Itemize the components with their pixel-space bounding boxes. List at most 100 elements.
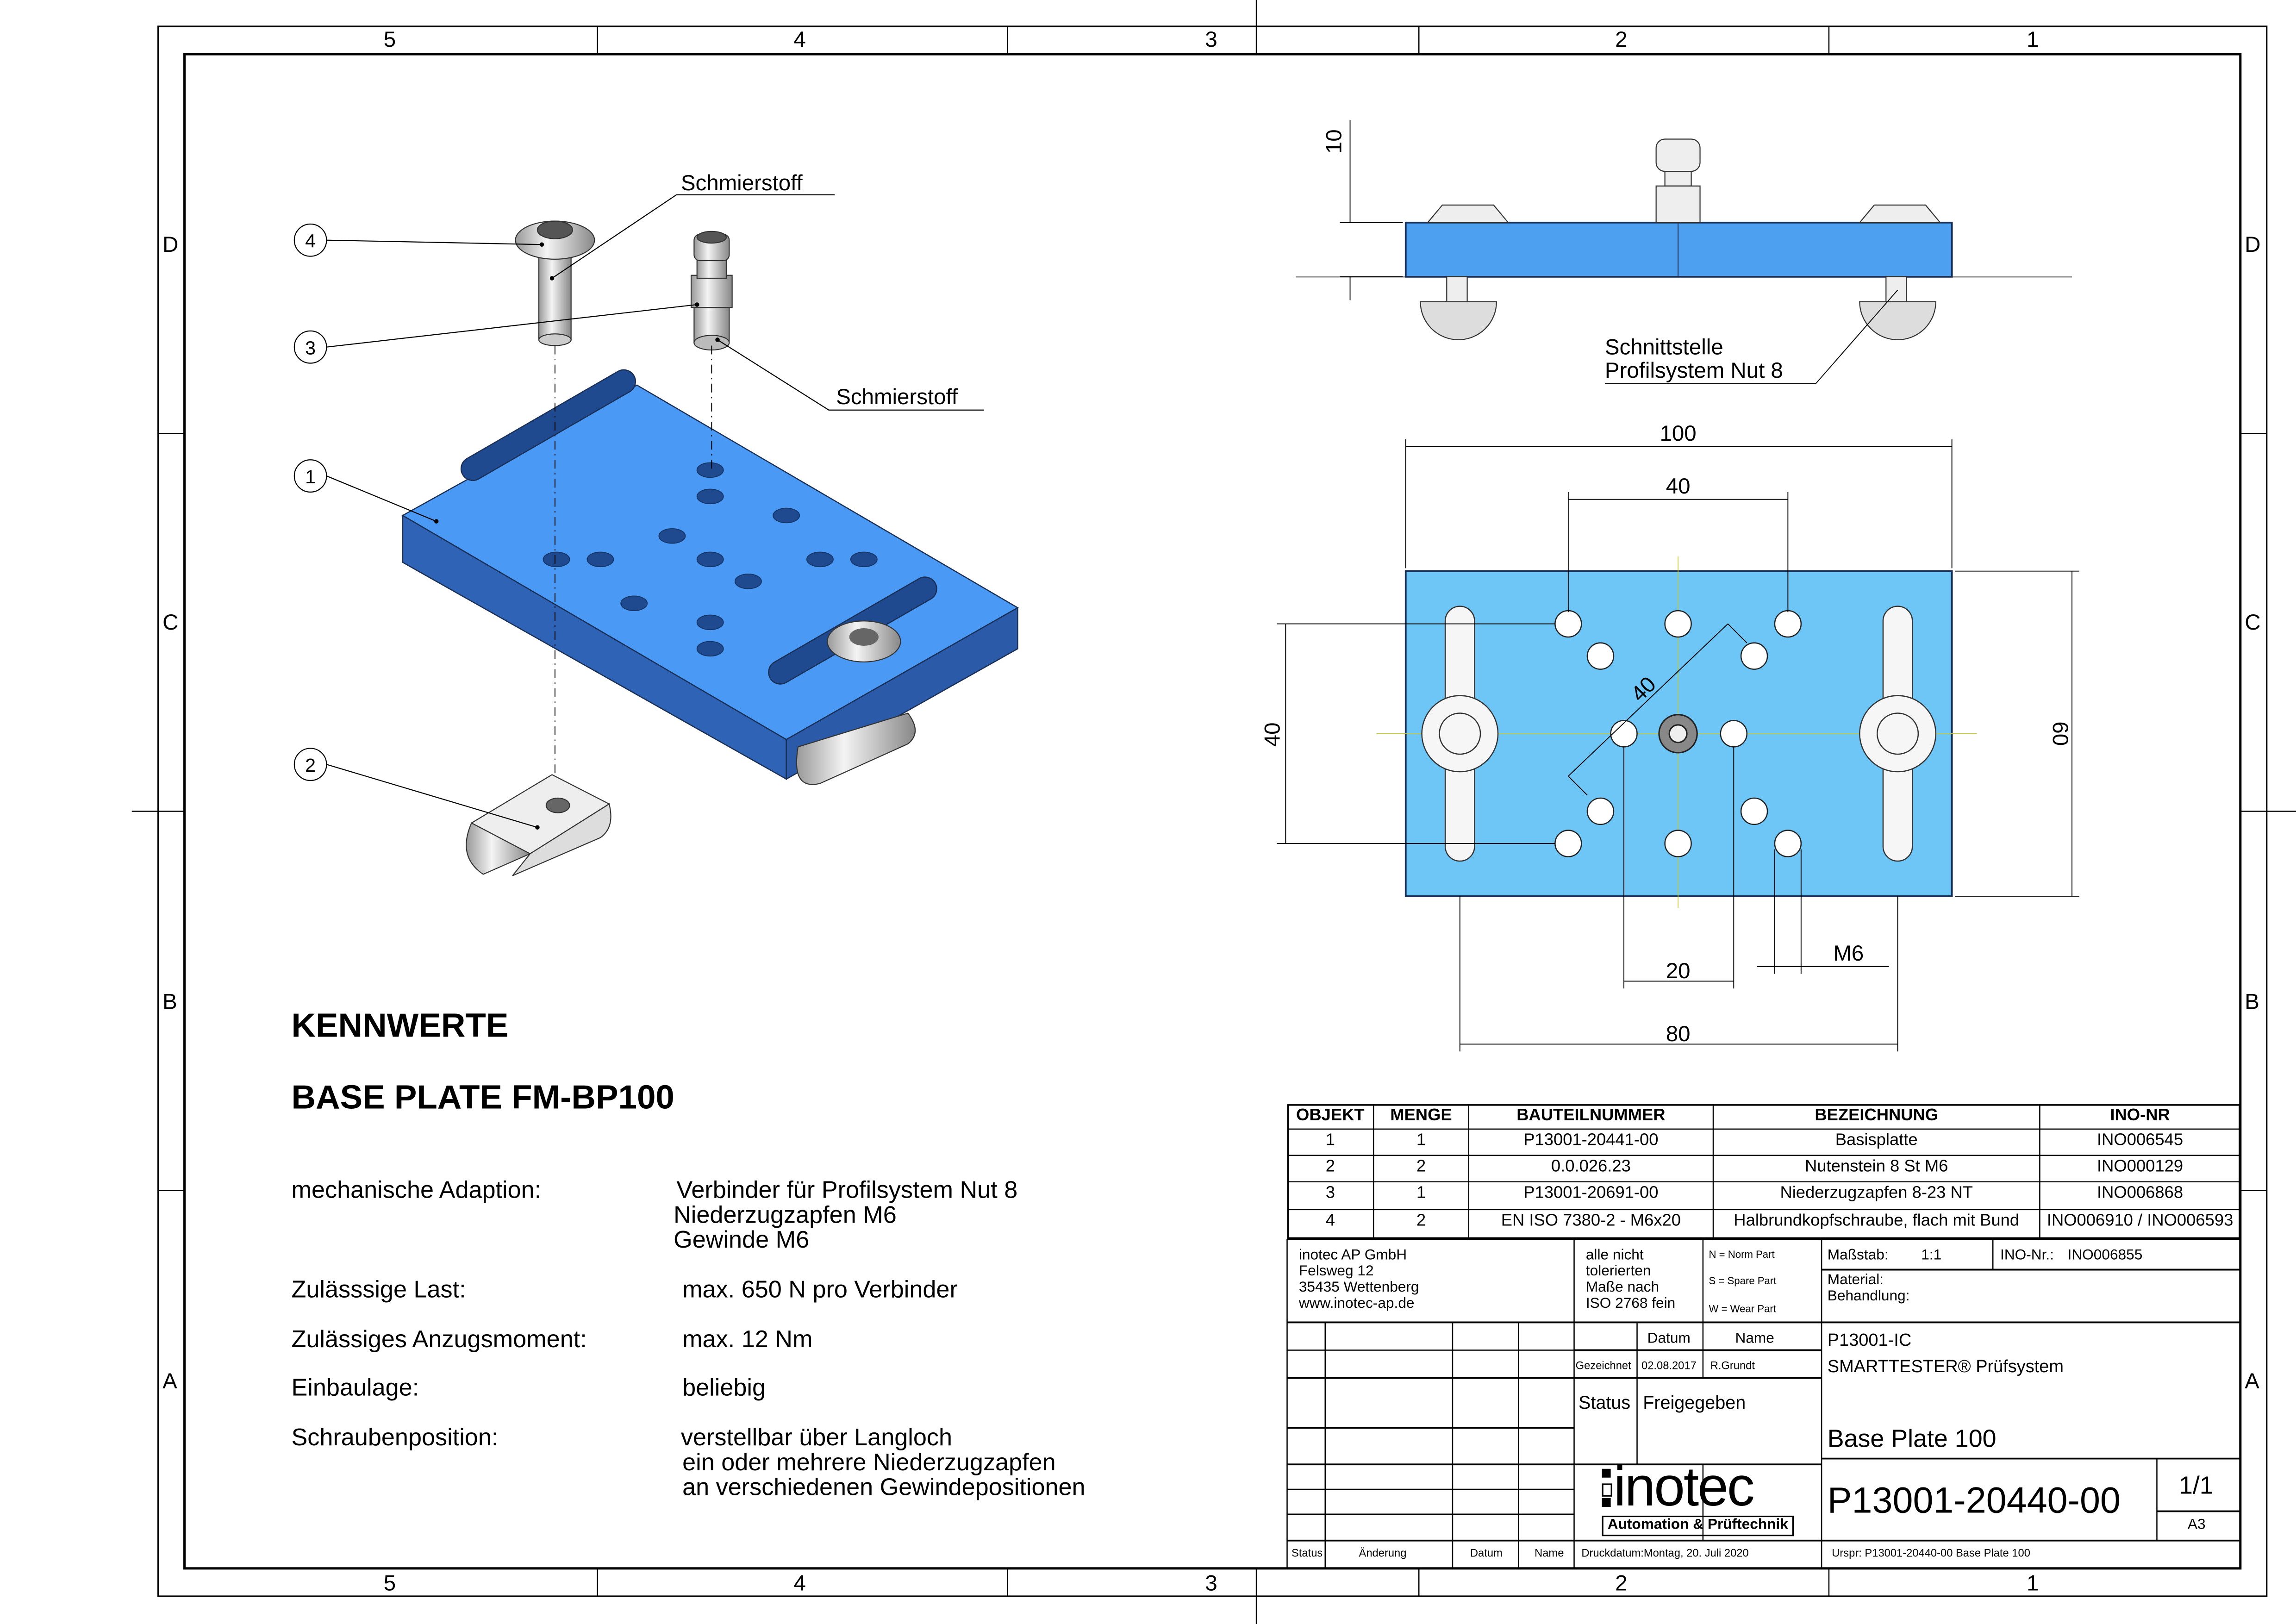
table-cell: INO006910 / INO006593 [2046, 1212, 2234, 1230]
table-cell: 2 [1325, 1158, 1335, 1176]
zone-col-4-bottom: 4 [793, 1571, 806, 1596]
project-number: P13001-IC [1827, 1330, 1912, 1350]
table-cell: Niederzugzapfen 8-23 NT [1780, 1185, 1973, 1203]
table-cell: EN ISO 7380-2 - M6x20 [1501, 1212, 1681, 1230]
rev-name-header: Name [1535, 1546, 1564, 1560]
zone-col-1-bottom: 1 [2026, 1571, 2039, 1596]
table-cell: INO000129 [2097, 1158, 2184, 1176]
plate-side [1404, 221, 1953, 278]
table-cell: 3 [1325, 1185, 1335, 1203]
tolerance-line: ISO 2768 fein [1585, 1296, 1676, 1312]
zone-col-5: 5 [383, 28, 396, 53]
status-label: Status [1578, 1393, 1631, 1413]
table-cell: P13001-20441-00 [1523, 1132, 1659, 1150]
zone-col-1: 1 [2026, 28, 2039, 53]
interface-label-2: Profilsystem Nut 8 [1605, 358, 1783, 383]
dim-side-height: 10 [1322, 129, 1347, 154]
zone-row-a: A [162, 1369, 177, 1394]
ino-label: INO-Nr.: [2000, 1248, 2054, 1264]
name-header: Name [1735, 1331, 1774, 1348]
holes-top [1554, 610, 1802, 857]
slots-top [1421, 606, 1937, 862]
product-name: BASE PLATE FM-BP100 [291, 1078, 674, 1116]
rev-change-header: Änderung [1359, 1546, 1407, 1560]
rev-date-header: Datum [1470, 1546, 1503, 1560]
dim-inner-40: 40 [1666, 474, 1691, 499]
table-header-cell: BEZEICHNUNG [1815, 1107, 1939, 1125]
table-cell: 4 [1325, 1212, 1335, 1230]
print-date: Druckdatum:Montag, 20. Juli 2020 [1581, 1546, 1749, 1560]
dim-20: 20 [1666, 959, 1691, 983]
zone-row-b: B [162, 990, 177, 1015]
tolerance-line: tolerierten [1585, 1263, 1651, 1280]
table-cell: P13001-20691-00 [1523, 1185, 1659, 1203]
table-cell: Basisplatte [1835, 1132, 1918, 1150]
datum-header: Datum [1647, 1331, 1691, 1348]
spec-value: beliebig [682, 1375, 766, 1402]
spec-value: ein oder mehrere Niederzugzapfen [682, 1449, 1056, 1476]
drawing-number: P13001-20440-00 [1827, 1480, 2121, 1522]
specs-heading: KENNWERTE [291, 1006, 509, 1044]
spec-value: max. 12 Nm [682, 1326, 813, 1353]
company-street: Felsweg 12 [1298, 1263, 1374, 1280]
screw-part-4 [515, 220, 595, 346]
table-cell: 2 [1416, 1212, 1426, 1230]
spec-value: Niederzugzapfen M6 [674, 1202, 897, 1229]
zone-row-c-right: C [2245, 611, 2261, 636]
treatment-label: Behandlung: [1827, 1288, 1910, 1305]
rev-status-header: Status [1292, 1546, 1323, 1560]
ino-value: INO006855 [2067, 1248, 2143, 1264]
scale-value: 1:1 [1921, 1248, 1942, 1264]
spec-label: Schraubenposition: [291, 1424, 499, 1451]
company-city: 35435 Wettenberg [1298, 1280, 1419, 1296]
status-value: Freigegeben [1643, 1393, 1746, 1413]
zone-col-4: 4 [793, 28, 806, 53]
interface-label-1: Schnittstelle [1605, 335, 1723, 360]
scale-label: Maßstab: [1827, 1248, 1889, 1264]
zone-col-2: 2 [1615, 28, 1628, 53]
system-name: SMARTTESTER® Prüfsystem [1827, 1356, 2064, 1377]
pin-part-3 [690, 231, 733, 351]
tolerance-line: alle nicht [1585, 1248, 1644, 1264]
table-cell: 0.0.026.23 [1551, 1158, 1631, 1176]
table-cell: Halbrundkopfschraube, flach mit Bund [1734, 1212, 2020, 1230]
dim-width-100: 100 [1660, 421, 1697, 446]
lubricant-label-top: Schmierstoff [681, 171, 803, 195]
dim-left-40: 40 [1260, 723, 1285, 747]
callout-2: 2 [305, 755, 316, 776]
tolerance-line: Maße nach [1585, 1280, 1660, 1296]
table-cell: 1 [1416, 1185, 1426, 1203]
spec-label: Zulässiges Anzugsmoment: [291, 1326, 587, 1353]
zone-row-d: D [162, 232, 179, 258]
sheet-number: 1/1 [2178, 1472, 2214, 1500]
origin-file: Urspr: P13001-20440-00 Base Plate 100 [1832, 1546, 2030, 1560]
spec-value: max. 650 N pro Verbinder [682, 1277, 958, 1304]
slot-nut-part-2 [466, 774, 611, 876]
table-cell: INO006868 [2097, 1185, 2184, 1203]
table-header-cell: MENGE [1390, 1107, 1452, 1125]
table-cell: Nutenstein 8 St M6 [1805, 1158, 1948, 1176]
zone-row-d-right: D [2245, 232, 2261, 258]
table-header-cell: INO-NR [2110, 1107, 2170, 1125]
spec-label: Zulässsige Last: [291, 1277, 466, 1304]
dim-right-60: 60 [2048, 721, 2072, 746]
inotec-logo: inotec Automation & Prüftechnik [1599, 1460, 1797, 1539]
company-website[interactable]: www.inotec-ap.de [1298, 1296, 1415, 1312]
logo-tagline: Automation & Prüftechnik [1602, 1515, 1794, 1537]
dimension-lines [1277, 439, 2079, 1052]
paper-format: A3 [2187, 1517, 2206, 1533]
threaded-holes-iso [543, 462, 878, 657]
dim-80: 80 [1666, 1022, 1691, 1046]
material-label: Material: [1827, 1272, 1884, 1289]
zone-row-c: C [162, 611, 179, 636]
logo-wordmark: inotec [1613, 1457, 1755, 1519]
spec-value: verstellbar über Langloch [680, 1424, 953, 1451]
part-type-norm: N = Norm Part [1709, 1250, 1775, 1261]
zone-col-3: 3 [1205, 28, 1217, 53]
drawn-label: Gezeichnet [1575, 1359, 1631, 1372]
table-header-cell: OBJEKT [1296, 1107, 1365, 1125]
spec-label: mechanische Adaption: [291, 1177, 542, 1204]
